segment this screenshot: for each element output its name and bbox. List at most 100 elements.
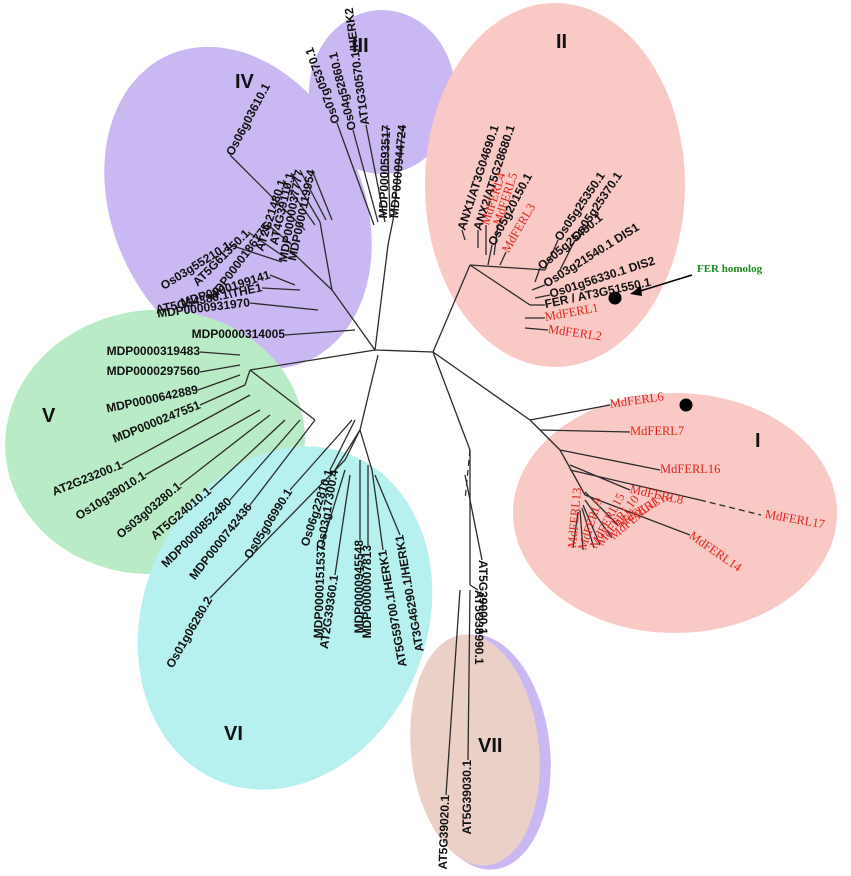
tree-branch [197, 374, 241, 391]
leaf-label: MDP0000151537 [311, 544, 328, 638]
fer-homolog-marker-mdferl1 [608, 291, 622, 305]
tree-branch [445, 589, 461, 796]
tree-branch [336, 122, 375, 226]
tree-branch [321, 469, 346, 546]
tree-branch [229, 244, 283, 263]
leaf-label: MDP0000314005 [192, 327, 286, 341]
tree-branch [469, 264, 531, 306]
group-label-I: I [755, 430, 761, 452]
tree-branch [209, 459, 346, 599]
tree-branch [299, 169, 327, 221]
tree-branch [386, 124, 391, 219]
tree-branch [584, 494, 691, 536]
tree-branch [534, 267, 541, 283]
tree-branch [284, 329, 356, 336]
tree-branch [499, 251, 507, 266]
group-IV-region [104, 46, 372, 370]
annotation-arrow [636, 274, 693, 293]
tree-branch [249, 419, 316, 506]
group-label-IV: IV [235, 71, 255, 93]
tree-branch [432, 264, 471, 353]
annotation-label: FER homolog [697, 263, 763, 275]
tree-branch [331, 289, 376, 351]
leaf-label: AT5G39020.1 [436, 794, 453, 869]
group-VI-region [137, 446, 433, 790]
group-label-V: V [42, 405, 56, 427]
tree-branch [539, 429, 631, 433]
tree-branch [432, 351, 471, 451]
tree-branch [569, 469, 701, 501]
group-II-region [425, 3, 685, 367]
group-label-III: III [352, 35, 369, 57]
tree-branch [559, 449, 661, 471]
tree-branch [244, 369, 251, 386]
tree-branch [269, 274, 296, 286]
leaf-label: AT5G38990.1 [472, 590, 486, 665]
tree-branch [432, 351, 531, 421]
tree-branch [579, 509, 584, 551]
tree-branch [544, 239, 559, 271]
tree-branch [461, 229, 466, 241]
arrow-head-icon [630, 286, 642, 296]
tree-branch [334, 474, 351, 576]
tree-branch [529, 404, 611, 421]
tree-branch [374, 474, 401, 536]
tree-branch [529, 419, 561, 451]
tree-branches [121, 122, 762, 796]
leaf-label: MDP0000319483 [107, 344, 201, 358]
tree-branch [531, 284, 546, 291]
leaf-label: MdFERL7 [630, 424, 684, 438]
tree-branch [282, 179, 316, 226]
tree-branch [249, 349, 376, 371]
tree-branch [374, 244, 389, 351]
tree-branch [199, 351, 241, 356]
tree-branch [179, 414, 271, 486]
leaf-label: MdFERL16 [660, 462, 720, 476]
tree-branch [392, 124, 404, 221]
tree-branch [464, 474, 483, 561]
tree-branch [121, 394, 251, 466]
tree-branch [144, 409, 261, 476]
group-III-region [309, 10, 455, 174]
group-I-region [513, 393, 837, 633]
tree-branch [359, 429, 373, 471]
tree-branch [229, 419, 301, 501]
leaf-label: MDP0000297560 [107, 364, 201, 378]
tree-branch [229, 154, 306, 231]
tree-branch [469, 264, 546, 271]
tree-branch [493, 224, 499, 256]
tree-branch [247, 231, 287, 259]
tree-branch [584, 499, 613, 539]
tree-branch [319, 221, 333, 291]
leaf-label: AT5G39000.1 [476, 560, 490, 635]
group-label-II: II [556, 31, 567, 53]
tree-branch [464, 449, 471, 501]
tree-branch [572, 511, 579, 549]
tree-branch [199, 384, 246, 406]
tree-branch [209, 419, 286, 491]
tree-branch [289, 249, 333, 291]
tree-branch [487, 244, 493, 266]
group-VII-region [410, 634, 540, 866]
tree-branch [365, 124, 386, 223]
tree-branch [559, 239, 576, 271]
tree-branch [582, 504, 601, 546]
group-label-VII: VII [478, 735, 502, 757]
tree-branch [289, 419, 353, 491]
tree-branch [352, 129, 379, 223]
tree-branch [199, 364, 241, 373]
tree-branch [524, 327, 549, 331]
tree-branch [559, 449, 586, 496]
tree-branch [290, 172, 321, 223]
tree-branch [249, 302, 319, 311]
tree-branch [374, 349, 434, 353]
fer-homolog-marker-mdferl6 [679, 398, 693, 412]
leaf-label: MdFERL13 [565, 487, 584, 548]
leaf-label: MDP0000593517 [376, 124, 393, 218]
tree-branch [249, 369, 316, 421]
leaf-label: AT5G39030.1 [460, 760, 474, 835]
tree-branch [371, 469, 384, 551]
tree-branch [699, 499, 762, 516]
tree-branch [469, 584, 479, 591]
